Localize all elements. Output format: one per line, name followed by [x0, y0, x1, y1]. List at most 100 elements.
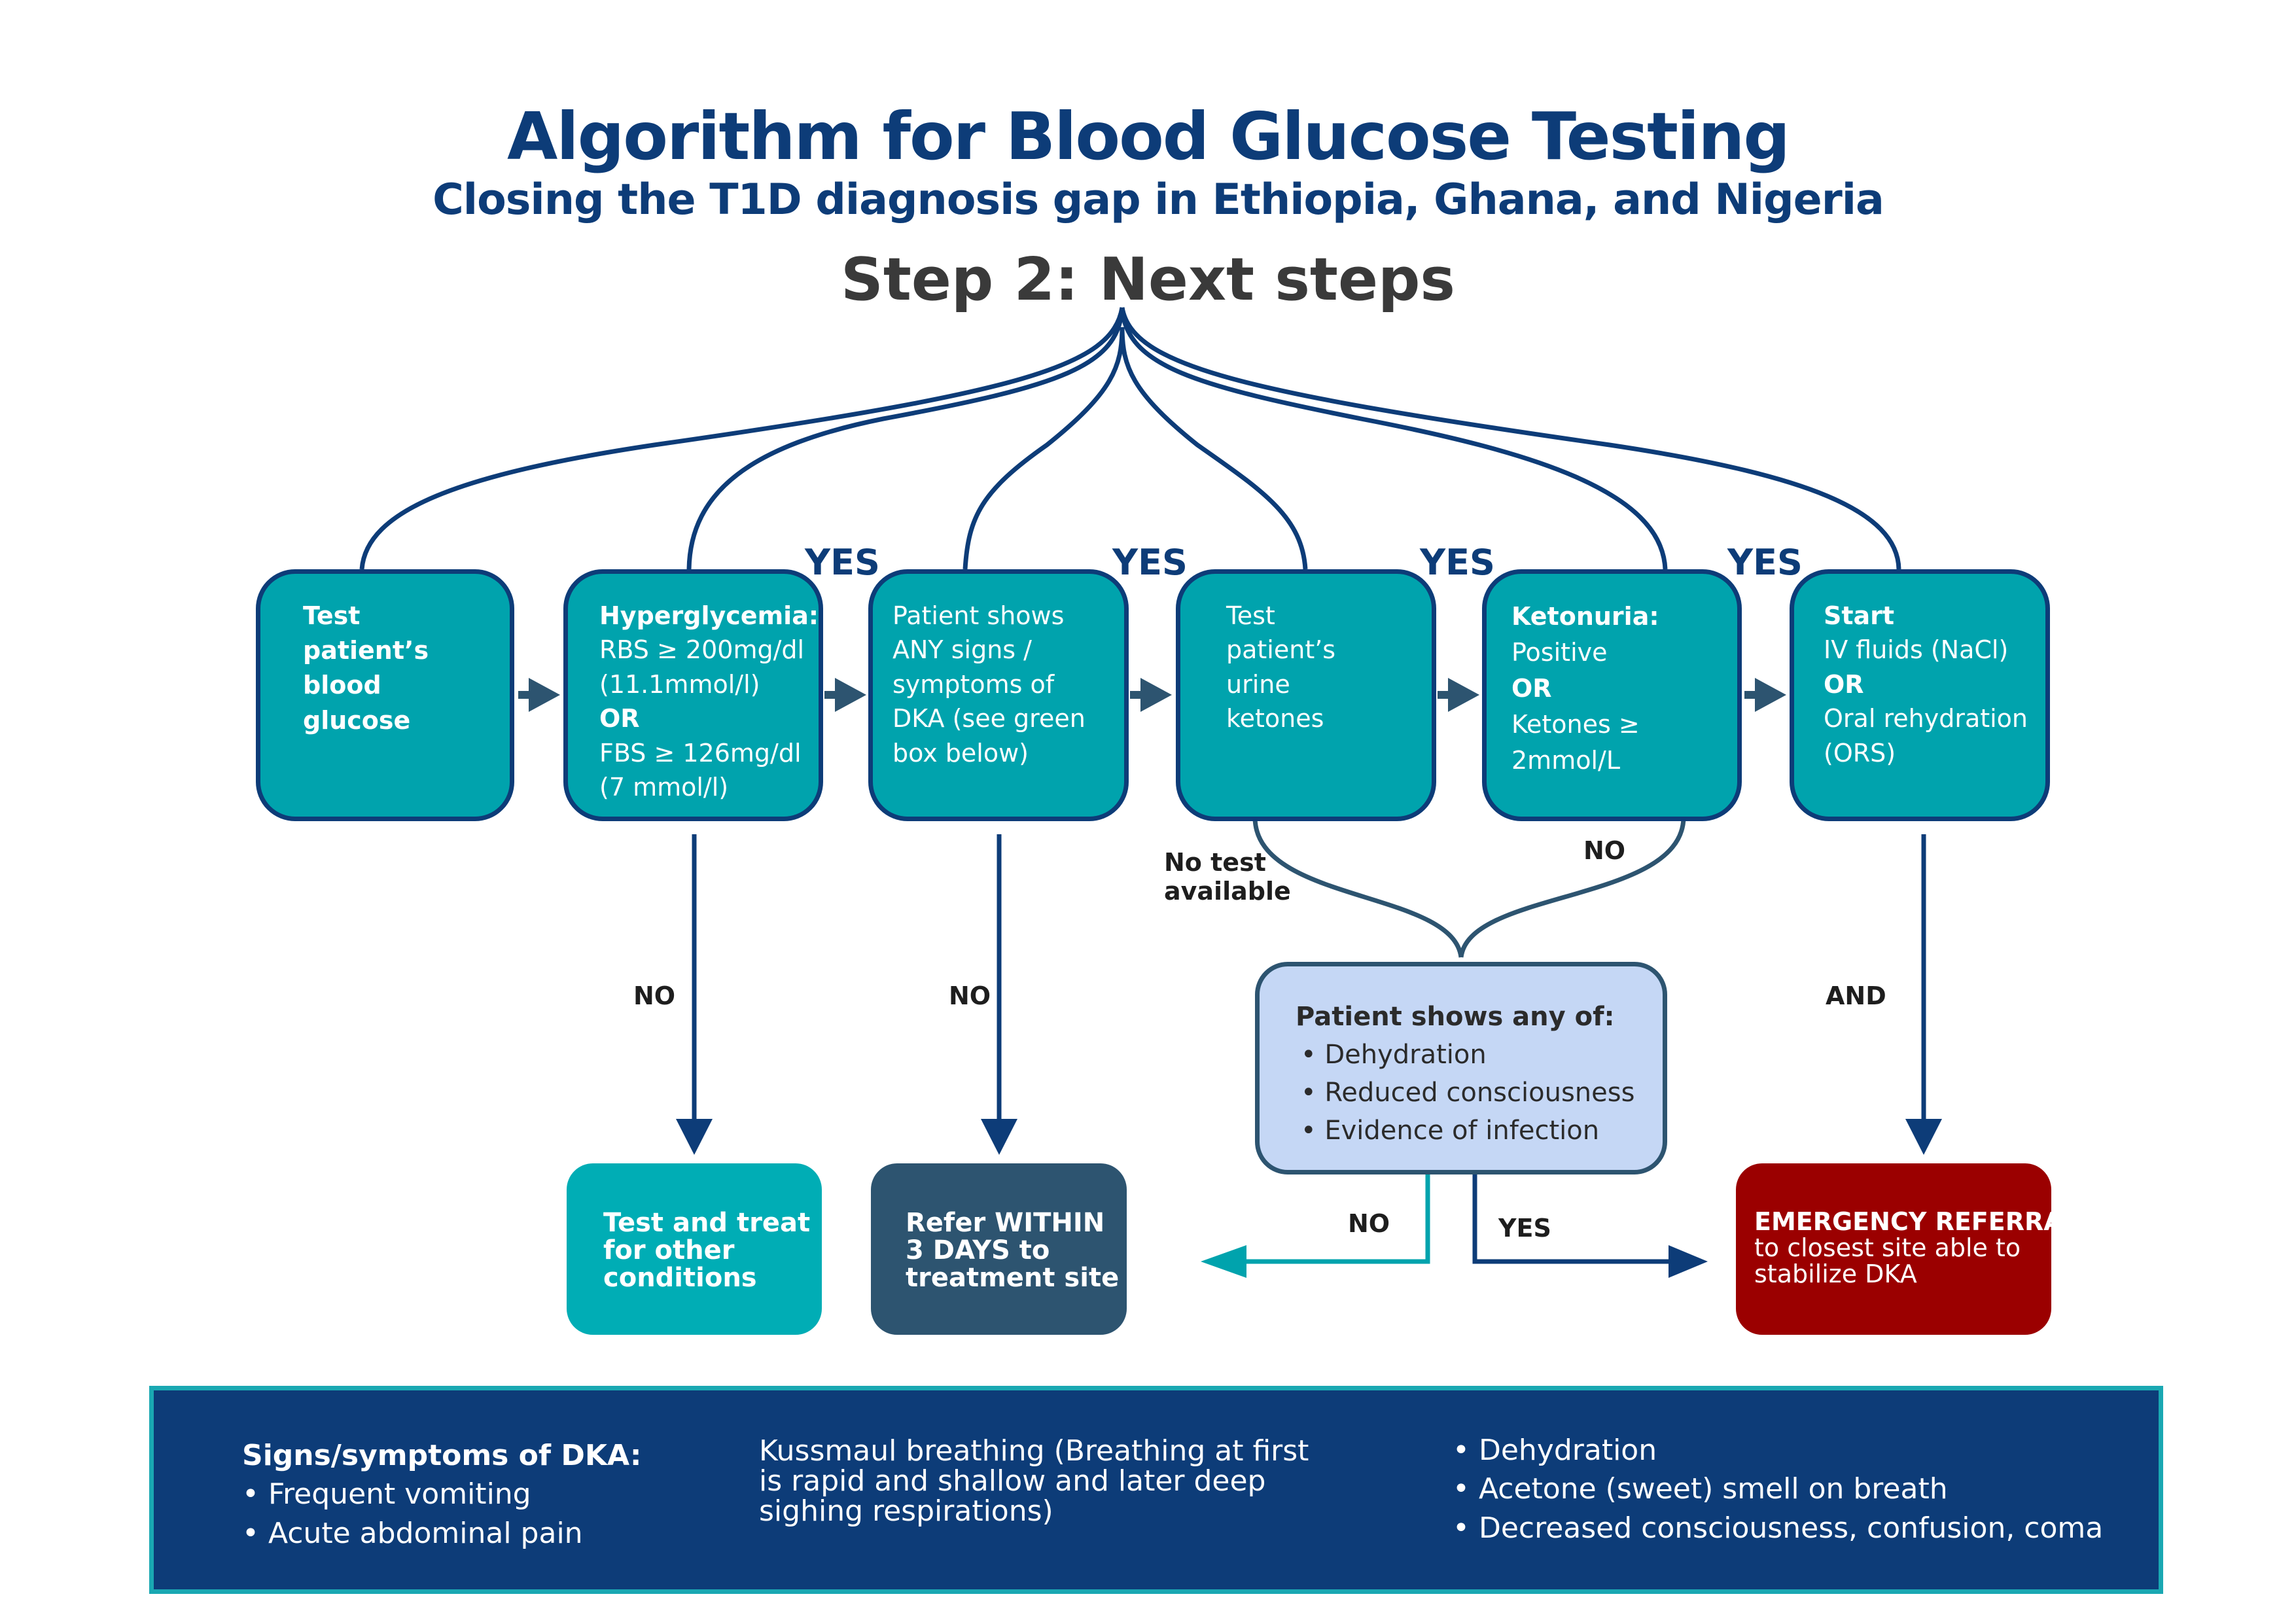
bullet-icon: • — [1301, 1078, 1325, 1108]
yes-label-assessment: YES — [1498, 1214, 1551, 1243]
box-line: (ORS) — [1824, 738, 1896, 768]
box-line: DKA (see green — [892, 704, 1086, 733]
box-line: Oral rehydration — [1824, 704, 2028, 733]
box-line: Ketonuria: — [1511, 602, 1659, 631]
box-line: Patient shows — [892, 601, 1065, 630]
and-label: AND — [1826, 981, 1886, 1010]
no-label-dka-signs: NO — [949, 981, 991, 1010]
box-line: (11.1mmol/l) — [599, 669, 760, 699]
outcome-line: EMERGENCY REFERRAL — [1754, 1207, 2079, 1236]
box-line: Hyperglycemia: — [599, 601, 819, 630]
outcome-line: Refer WITHIN — [906, 1208, 1105, 1238]
no-label-ketonuria: NO — [1583, 836, 1626, 865]
box-line: ANY signs / — [892, 635, 1032, 665]
no-label-assessment: NO — [1348, 1209, 1390, 1238]
merge-curve — [1252, 817, 1686, 958]
bullet-icon: • — [1301, 1040, 1325, 1070]
box-line: OR — [1824, 669, 1864, 699]
outcome-line: stabilize DKA — [1754, 1259, 1917, 1288]
outcome-line: treatment site — [906, 1263, 1120, 1293]
box-line: box below) — [892, 738, 1029, 768]
test-treat-box: Test and treat for other conditions — [567, 1163, 822, 1335]
box-line: IV fluids (NaCl) — [1824, 635, 2009, 665]
dka-item-text: Decreased consciousness, confusion, coma — [1478, 1511, 2104, 1545]
no-label-hyperglycemia: NO — [633, 981, 676, 1010]
box-line: glucose — [303, 705, 411, 735]
dka-col-2: Kussmaul breathing (Breathing at first i… — [759, 1436, 1309, 1527]
dka-heading: Signs/symptoms of DKA: — [242, 1439, 642, 1472]
dka-item: • Frequent vomiting — [242, 1475, 641, 1513]
outcome-line: to closest site able to — [1754, 1233, 2021, 1262]
dka-item: • Acute abdominal pain — [242, 1514, 641, 1553]
bullet-icon: • — [1453, 1434, 1479, 1467]
assessment-item: • Dehydration — [1296, 1036, 1663, 1074]
dka-item: • Acetone (sweet) smell on breath — [1453, 1470, 2103, 1508]
box-line: (7 mmol/l) — [599, 773, 729, 802]
box-line: ketones — [1226, 704, 1324, 733]
bullet-icon: • — [1453, 1472, 1479, 1506]
assessment-heading: Patient shows any of: — [1296, 1002, 1615, 1032]
outcome-line: Test and treat — [603, 1208, 811, 1238]
dka-col-3: • Dehydration • Acetone (sweet) smell on… — [1453, 1431, 2103, 1547]
down-arrows — [676, 834, 1942, 1155]
outcome-line: conditions — [603, 1263, 757, 1293]
assessment-item-text: Evidence of infection — [1324, 1116, 1600, 1146]
box-line: OR — [599, 704, 640, 733]
dka-col-1: Signs/symptoms of DKA: • Frequent vomiti… — [242, 1436, 641, 1553]
box-line: Ketones ≥ — [1511, 710, 1640, 739]
box-line: urine — [1226, 669, 1290, 699]
box-line: Test — [303, 601, 361, 630]
dka-item-text: Acute abdominal pain — [268, 1516, 583, 1550]
patient-assessment-box: Patient shows any of: • Dehydration • Re… — [1255, 962, 1667, 1174]
dka-symptoms-box: Signs/symptoms of DKA: • Frequent vomiti… — [149, 1386, 2163, 1594]
start-fluids-box: Start IV fluids (NaCl) OR Oral rehydrati… — [1790, 569, 2050, 821]
hyperglycemia-box: Hyperglycemia: RBS ≥ 200mg/dl (11.1mmol/… — [563, 569, 823, 821]
label-line: available — [1164, 876, 1291, 906]
dka-signs-box: Patient shows ANY signs / symptoms of DK… — [868, 569, 1129, 821]
bullet-icon: • — [242, 1477, 268, 1511]
dka-text-line: sighing respirations) — [759, 1494, 1053, 1528]
box-line: patient’s — [303, 636, 429, 665]
box-line: 2mmol/L — [1511, 746, 1620, 775]
emergency-referral-box: EMERGENCY REFERRAL to closest site able … — [1736, 1163, 2079, 1335]
label-line: No test — [1164, 848, 1266, 877]
assessment-item: • Reduced consciousness — [1296, 1074, 1663, 1112]
yes-label-4: YES — [1727, 542, 1803, 583]
assessment-outputs — [1201, 1174, 1708, 1278]
assessment-item: • Evidence of infection — [1296, 1112, 1663, 1150]
bullet-icon: • — [1301, 1116, 1325, 1146]
box-line: OR — [1511, 674, 1552, 703]
dka-item-text: Frequent vomiting — [268, 1477, 531, 1511]
dka-item: • Dehydration — [1453, 1431, 2103, 1470]
box-line: patient’s — [1226, 635, 1336, 665]
bullet-icon: • — [242, 1516, 268, 1550]
yes-label-2: YES — [1112, 542, 1188, 583]
box-line: Positive — [1511, 638, 1608, 667]
assessment-item-text: Dehydration — [1324, 1040, 1487, 1070]
assessment-item-text: Reduced consciousness — [1324, 1078, 1635, 1108]
outcome-line: 3 DAYS to — [906, 1235, 1050, 1265]
box-line: Test — [1226, 601, 1275, 630]
no-test-available-label: No test available — [1164, 848, 1291, 906]
top-tree-curves — [359, 307, 1901, 570]
ketonuria-box: Ketonuria: Positive OR Ketones ≥ 2mmol/L — [1482, 569, 1742, 821]
box-line: blood — [303, 671, 381, 700]
box-line: RBS ≥ 200mg/dl — [599, 635, 805, 665]
yes-label-1: YES — [805, 542, 880, 583]
bullet-icon: • — [1453, 1511, 1479, 1545]
page-title: Algorithm for Blood Glucose Testing — [506, 98, 1790, 175]
flow-arrows — [518, 678, 1786, 712]
dka-text-line: Kussmaul breathing (Breathing at first — [759, 1434, 1309, 1468]
step-heading: Step 2: Next steps — [841, 245, 1455, 314]
box-line: Start — [1824, 601, 1895, 630]
yes-label-3: YES — [1420, 542, 1495, 583]
page-subtitle: Closing the T1D diagnosis gap in Ethiopi… — [433, 175, 1884, 224]
outcome-line: for other — [603, 1235, 735, 1265]
test-urine-ketones-box: Test patient’s urine ketones — [1176, 569, 1436, 821]
box-line: FBS ≥ 126mg/dl — [599, 738, 802, 768]
test-blood-glucose-box: Test patient’s blood glucose — [256, 569, 514, 821]
dka-item: • Decreased consciousness, confusion, co… — [1453, 1509, 2103, 1547]
dka-item-text: Dehydration — [1478, 1434, 1657, 1467]
box-line: symptoms of — [892, 669, 1055, 699]
